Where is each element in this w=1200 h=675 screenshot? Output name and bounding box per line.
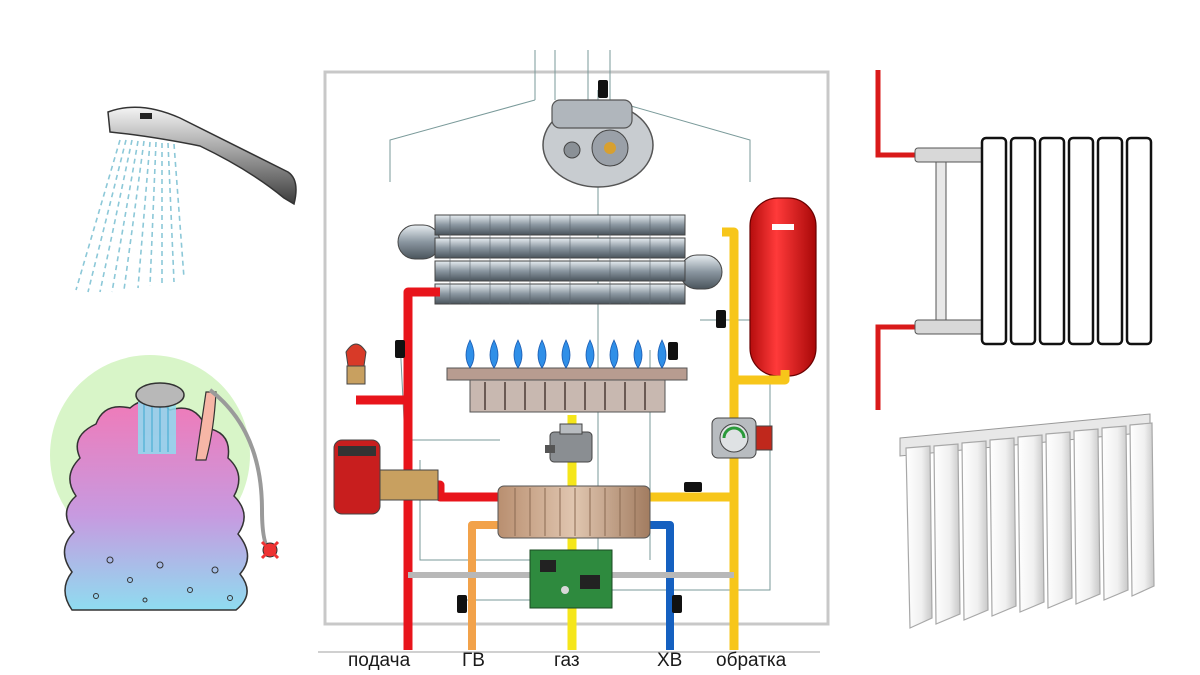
shower-water-spray	[75, 139, 185, 293]
radiator-wall-pipe	[875, 70, 940, 158]
primary-heat-exchanger	[397, 214, 723, 305]
shower-handle	[107, 106, 297, 206]
label-hot-water: ГВ	[462, 650, 485, 671]
wall-radiator-icon	[875, 70, 1153, 410]
return-pipe	[650, 227, 790, 650]
hot-water-pipe	[468, 521, 498, 650]
three-way-valve	[333, 439, 439, 515]
label-supply: подача	[348, 650, 411, 671]
safety-valve	[345, 343, 367, 385]
gas-valve	[545, 423, 593, 463]
bath-shower-head	[135, 382, 185, 408]
circulation-pump	[711, 417, 773, 459]
burner-flames	[465, 339, 667, 369]
plate-heat-exchanger	[497, 485, 651, 539]
bath-bubbles	[93, 556, 233, 603]
expansion-tank	[749, 197, 817, 377]
burner	[446, 367, 688, 413]
foam-bath-icon	[50, 355, 280, 611]
control-board	[529, 549, 613, 609]
radiator-sections	[980, 136, 1153, 346]
bath-arm	[195, 391, 217, 461]
bath-faucet-icon	[260, 540, 280, 560]
label-gas: газ	[554, 650, 580, 671]
aluminium-radiator-icon	[899, 413, 1155, 629]
label-return: обратка	[716, 650, 787, 671]
hand-shower-icon	[75, 106, 297, 293]
sensors	[395, 80, 726, 613]
label-cold-water: ХВ	[657, 650, 683, 671]
aluminium-radiator-sections	[905, 422, 1155, 629]
fan-blower	[542, 99, 654, 188]
cold-water-pipe	[650, 521, 674, 650]
shower-water-stream	[138, 402, 176, 454]
